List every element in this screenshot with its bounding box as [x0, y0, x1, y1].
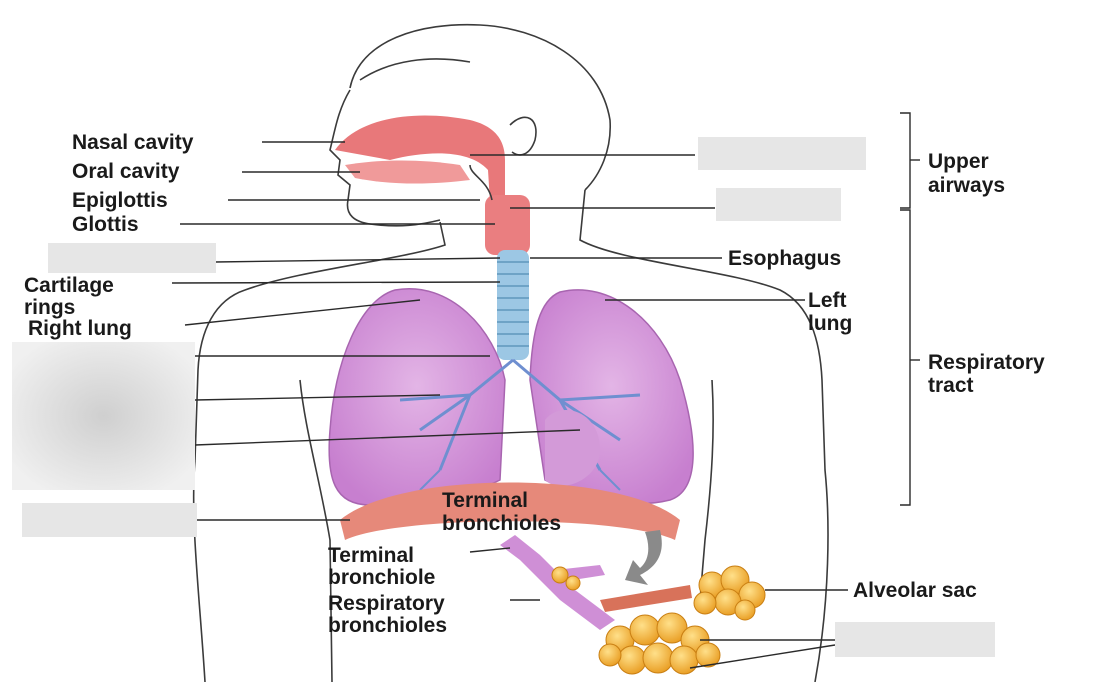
- label-left-lung-line1: Left: [808, 289, 847, 312]
- label-nasal-cavity: Nasal cavity: [72, 131, 194, 154]
- label-cartilage-rings-line2: rings: [24, 296, 75, 319]
- blank-label-larynx: [716, 188, 841, 221]
- label-terminal-bronchioles-line2: bronchioles: [442, 512, 561, 535]
- bracket-upper-airways: [900, 113, 920, 208]
- blank-label-trachea-region: [698, 137, 866, 170]
- label-glottis: Glottis: [72, 213, 139, 236]
- label-upper-airways-line1: Upper: [928, 150, 989, 173]
- label-terminal-bronchiole-line2: bronchiole: [328, 566, 435, 589]
- bronchiole-detail: [500, 535, 765, 674]
- label-respiratory-tract-line1: Respiratory: [928, 351, 1045, 374]
- label-terminal-bronchiole-line1: Terminal: [328, 544, 414, 567]
- label-respiratory-bronchioles-line1: Respiratory: [328, 592, 445, 615]
- label-left-lung-line2: lung: [808, 312, 852, 335]
- blank-label-diaphragm: [22, 503, 197, 537]
- blank-label-alveoli: [835, 622, 995, 657]
- blank-label-bronchi-group: [12, 342, 195, 490]
- label-alveolar-sac: Alveolar sac: [853, 579, 977, 602]
- trachea: [497, 250, 529, 360]
- label-esophagus: Esophagus: [728, 247, 841, 270]
- label-respiratory-bronchioles-line2: bronchioles: [328, 614, 447, 637]
- label-right-lung: Right lung: [28, 317, 132, 340]
- label-epiglottis: Epiglottis: [72, 189, 168, 212]
- arrow-icon: [625, 530, 662, 585]
- label-cartilage-rings-line1: Cartilage: [24, 274, 114, 297]
- blank-label-trachea: [48, 243, 216, 273]
- label-oral-cavity: Oral cavity: [72, 160, 180, 183]
- label-terminal-bronchioles-line1: Terminal: [442, 489, 528, 512]
- bracket-respiratory-tract: [900, 210, 920, 505]
- upper-airway: [335, 115, 530, 255]
- label-respiratory-tract-line2: tract: [928, 374, 974, 397]
- label-upper-airways-line2: airways: [928, 174, 1005, 197]
